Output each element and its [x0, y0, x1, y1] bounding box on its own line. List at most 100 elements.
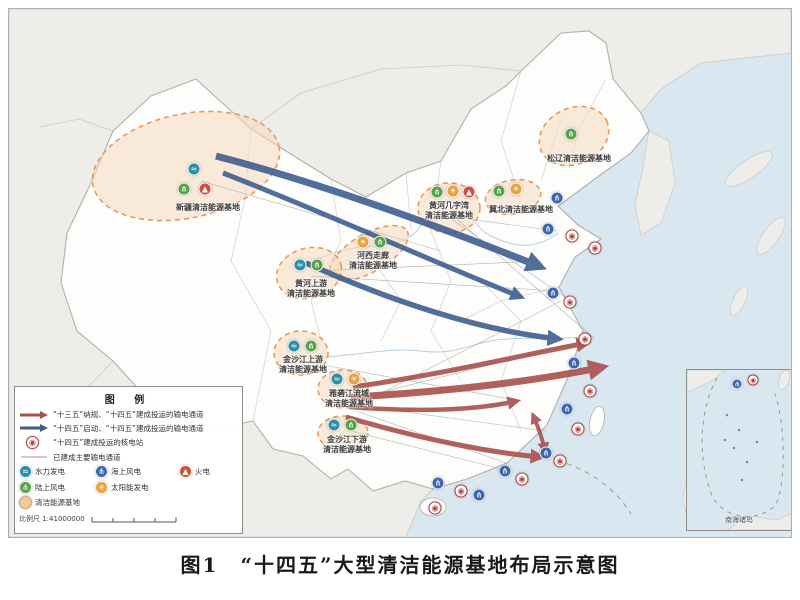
- base-label-hexi: 河西走廊清洁能源基地: [349, 251, 397, 270]
- legend-thermal-label: 火电: [195, 467, 210, 476]
- legend-base-label: 清洁能源基地: [35, 498, 80, 507]
- onshore-wind-icon: ⋔: [310, 258, 324, 272]
- base-label-jibei: 冀北清洁能源基地: [489, 205, 553, 214]
- onshore-wind-icon: ⋔: [19, 480, 32, 494]
- nuclear-plant-icon: ◉: [571, 422, 585, 436]
- base-label-jinsha-up: 金沙江上游清洁能源基地: [279, 355, 327, 374]
- offshore-wind-icon: ⋔: [550, 191, 564, 205]
- korea-peninsula: [634, 130, 676, 236]
- legend-title: 图 例: [104, 395, 153, 406]
- offshore-wind-icon: ⋔: [731, 378, 743, 390]
- base-label-huanghe-up: 黄河上游清洁能源基地: [287, 279, 335, 298]
- inset-label: 南海诸岛: [725, 516, 753, 524]
- hydro-icon: ≈: [19, 465, 32, 478]
- onshore-wind-icon: ⋔: [492, 184, 506, 198]
- legend-blue-corridor-label: “十四五”启动、“十四五”建成投运的输电通道: [53, 423, 204, 433]
- base-region-huanghe-up: [275, 246, 343, 300]
- nuclear-plant-icon: ◉: [747, 374, 759, 386]
- map-canvas: ≈ ⋔ ▲ ⋔ ⋔ ☀ ⋔ ☀ ▲ ☀ ⋔ ≈ ⋔ ≈ ⋔ ≈ ☀ ≈ ⋔ ⋔ …: [8, 8, 792, 538]
- figure-caption: 图1 “十四五”大型清洁能源基地布局示意图: [0, 549, 800, 578]
- legend-built-line-label: 已建成主要输电通道: [53, 452, 121, 462]
- taiwan-island: [589, 405, 605, 437]
- red-corridor-1: [352, 337, 592, 390]
- japan-island: [725, 150, 773, 188]
- thermal-power-icon: ▲: [462, 185, 476, 199]
- legend-row-energy-1: ≈水力发电 ⋔海上风电 ▲火电: [19, 465, 238, 478]
- legend-row-blue-corridor: “十四五”启动、“十四五”建成投运的输电通道: [19, 423, 238, 434]
- offshore-wind-icon: ⋔: [95, 465, 108, 478]
- legend-row-nuclear: ◉ “十四五”建成投运的核电站: [19, 436, 238, 449]
- legend-red-corridor-label: “十三五”纳规、“十四五”建成投运的输电通道: [53, 410, 204, 419]
- base-region-xinjiang: [91, 110, 281, 222]
- onshore-wind-icon: ⋔: [304, 339, 318, 353]
- nuclear-plant-icon: ◉: [578, 332, 592, 346]
- figure-title: “十四五”大型清洁能源基地布局示意图: [240, 553, 620, 577]
- legend-row-built-line: 已建成主要输电通道: [19, 452, 238, 463]
- inset-geography: [687, 370, 791, 530]
- solar-power-icon: ☀: [95, 480, 108, 494]
- offshore-wind-icon: ⋔: [541, 222, 555, 236]
- nuclear-plant-icon: ◉: [454, 484, 468, 498]
- blue-corridor-3: [304, 260, 564, 347]
- hydro-icon: ≈: [287, 339, 301, 353]
- country-border: [250, 64, 522, 130]
- hydro-icon: ≈: [330, 372, 344, 386]
- thermal-power-icon: ▲: [198, 182, 212, 196]
- figure-number: 图1: [180, 553, 219, 577]
- scale-bar: [91, 516, 177, 522]
- onshore-wind-icon: ⋔: [344, 418, 358, 432]
- red-corridors: [345, 337, 610, 464]
- solar-power-icon: ☀: [347, 372, 361, 386]
- nuclear-plant-icon: ◉: [565, 229, 579, 243]
- nuclear-plant-icon: ◉: [563, 295, 577, 309]
- nuclear-plant-icon: ◉: [583, 384, 597, 398]
- onshore-wind-icon: ⋔: [430, 185, 444, 199]
- legend-row-red-corridor: “十三五”纳规、“十四五”建成投运的输电通道: [19, 409, 238, 420]
- legend-onshore-wind-label: 陆上风电: [35, 482, 65, 492]
- offshore-wind-icon: ⋔: [546, 286, 560, 300]
- thermal-power-icon: ▲: [179, 465, 192, 478]
- offshore-wind-icon: ⋔: [567, 356, 581, 370]
- nuclear-plant-icon: ◉: [26, 436, 39, 449]
- red-arrow-icon: [20, 410, 48, 419]
- nuclear-plant-icon: ◉: [428, 501, 442, 515]
- south-sea-dash-line: [556, 460, 632, 515]
- onshore-wind-icon: ⋔: [177, 182, 191, 196]
- legend-nuclear-label: “十四五”建成投运的核电站: [53, 438, 144, 447]
- base-regions: [91, 105, 610, 451]
- hydro-icon: ≈: [327, 418, 341, 432]
- japan-island: [756, 217, 786, 255]
- onshore-wind-icon: ⋔: [373, 235, 387, 249]
- hydro-icon: ≈: [293, 258, 307, 272]
- base-label-yalong: 雅砻江流域清洁能源基地: [325, 389, 373, 408]
- legend-offshore-wind-label: 海上风电: [111, 467, 141, 476]
- clean-energy-base-icon: [19, 496, 32, 509]
- hydro-icon: ≈: [187, 162, 201, 176]
- offshore-wind-icon: ⋔: [431, 476, 445, 490]
- legend-scale: 比例尺 1:41000000: [19, 514, 238, 524]
- blue-corridors: [215, 152, 564, 347]
- nuclear-plant-icon: ◉: [553, 454, 567, 468]
- offshore-wind-icon: ⋔: [498, 464, 512, 478]
- red-corridor-4: [345, 414, 546, 464]
- built-line-icon: [21, 456, 47, 458]
- legend-row-energy-3: 清洁能源基地: [19, 496, 238, 509]
- offshore-wind-icon: ⋔: [472, 488, 486, 502]
- red-corridor-2: [350, 359, 610, 401]
- offshore-wind-icon: ⋔: [560, 402, 574, 416]
- red-corridor-3: [348, 396, 521, 413]
- blue-corridor-2: [222, 170, 526, 301]
- base-label-jiziwan: 黄河几字湾清洁能源基地: [425, 201, 473, 220]
- base-label-songliao: 松辽清洁能源基地: [547, 154, 611, 163]
- offshore-wind-icon: ⋔: [539, 446, 553, 460]
- legend-hydro-label: 水力发电: [35, 467, 65, 476]
- south-sea-inset-map: ⋔ ◉ 南海诸岛: [686, 369, 791, 531]
- onshore-wind-icon: ⋔: [564, 127, 578, 141]
- country-border: [38, 118, 114, 132]
- solar-power-icon: ☀: [509, 182, 523, 196]
- base-label-jinsha-down: 金沙江下游清洁能源基地: [323, 435, 371, 454]
- blue-corridor-1: [215, 152, 547, 272]
- map-legend: 图 例 “十三五”纳规、“十四五”建成投运的输电通道 “十四五”启动、“十四五”…: [14, 386, 243, 534]
- scale-label: 比例尺 1:41000000: [19, 515, 85, 523]
- nuclear-plant-icon: ◉: [588, 241, 602, 255]
